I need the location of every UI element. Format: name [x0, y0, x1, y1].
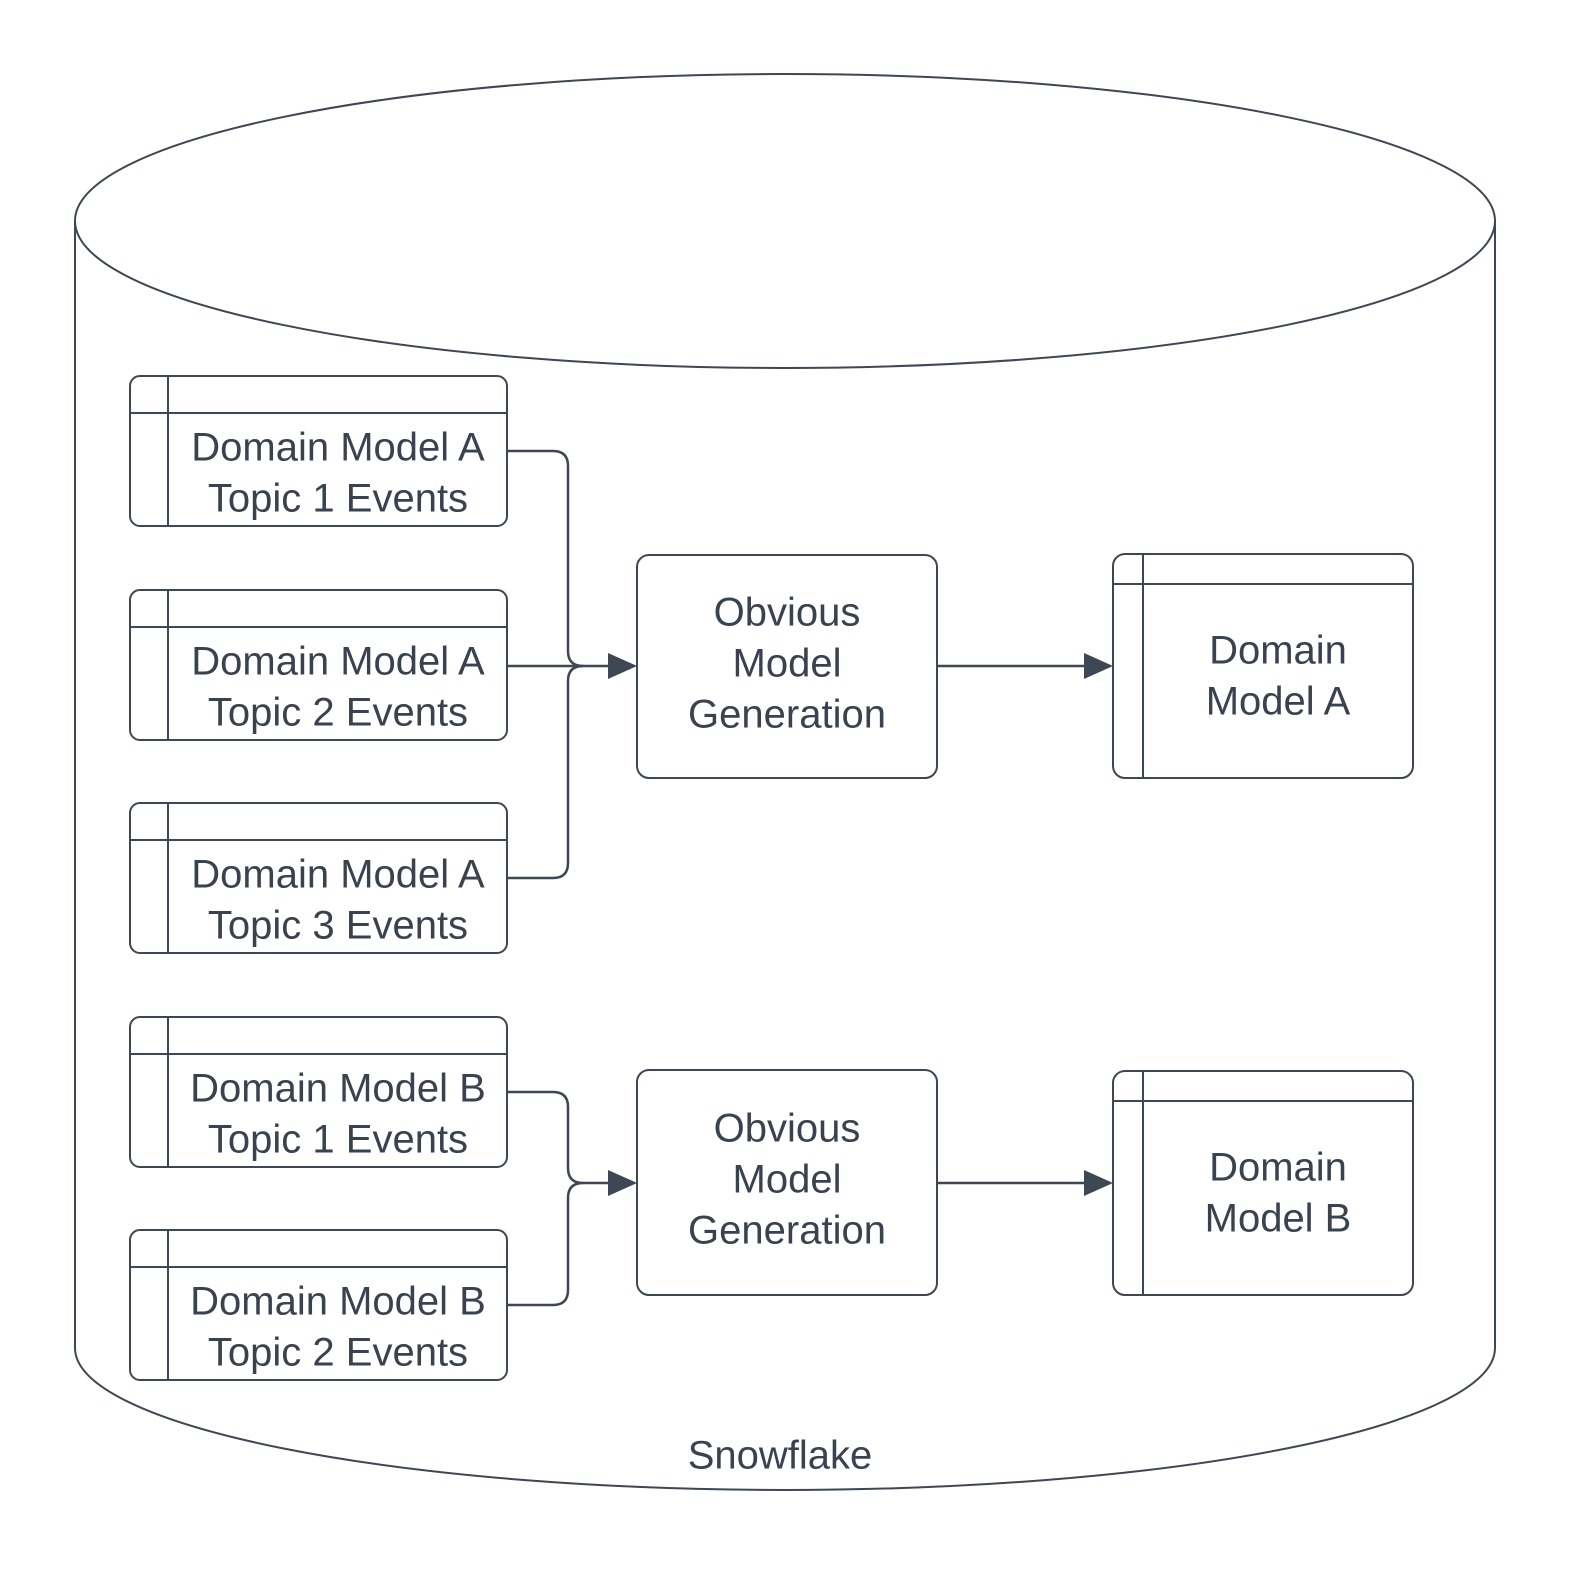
cylinder-top-ellipse — [74, 73, 1496, 369]
table-label-line2: Model A — [1206, 680, 1351, 724]
process-label-line2: Model — [733, 1158, 842, 1202]
process-label-line2: Model — [733, 642, 842, 686]
table-domain-model-b: Domain Model B — [1112, 1070, 1414, 1296]
arrowhead-into-process-a — [608, 653, 637, 679]
process-label-line3: Generation — [688, 693, 886, 737]
table-outline — [129, 375, 508, 527]
connector-b-topic2 — [508, 1181, 584, 1307]
cylinder-label: Snowflake — [688, 1434, 873, 1478]
table-label-line2: Topic 2 Events — [208, 691, 468, 735]
connectors-group-a — [508, 449, 637, 880]
process-box-obvious-model-generation-b: Obvious Model Generation — [636, 1069, 938, 1296]
arrowhead-into-process-b — [608, 1170, 637, 1196]
table-domain-model-b-topic-2-events: Domain Model B Topic 2 Events — [129, 1229, 508, 1381]
table-domain-model-a: Domain Model A — [1112, 553, 1414, 779]
table-label-line2: Topic 1 Events — [208, 477, 468, 521]
table-label-line1: Domain — [1209, 629, 1347, 673]
table-label-line1: Domain Model B — [190, 1067, 486, 1111]
connector-b-topic1 — [508, 1090, 584, 1185]
table-domain-model-a-topic-3-events: Domain Model A Topic 3 Events — [129, 802, 508, 954]
process-label-line3: Generation — [688, 1209, 886, 1253]
arrow-process-b-to-output — [937, 1170, 1113, 1196]
table-outline — [129, 1229, 508, 1381]
table-label-line1: Domain Model B — [190, 1280, 486, 1324]
arrow-process-a-to-output — [937, 653, 1113, 679]
snowflake-cylinder: Snowflake — [74, 73, 1496, 1491]
table-outline — [1112, 1070, 1414, 1296]
table-label-line2: Topic 3 Events — [208, 904, 468, 948]
table-outline — [129, 589, 508, 741]
arrowhead-into-output-b — [1084, 1170, 1113, 1196]
process-label-line1: Obvious — [714, 591, 861, 635]
cylinder-body — [74, 221, 1496, 1491]
table-label-line1: Domain Model A — [191, 640, 485, 684]
table-domain-model-a-topic-2-events: Domain Model A Topic 2 Events — [129, 589, 508, 741]
table-outline — [129, 1016, 508, 1168]
table-outline — [129, 802, 508, 954]
table-label-line1: Domain — [1209, 1146, 1347, 1190]
table-label-line2: Topic 1 Events — [208, 1118, 468, 1162]
table-label-line1: Domain Model A — [191, 853, 485, 897]
table-domain-model-b-topic-1-events: Domain Model B Topic 1 Events — [129, 1016, 508, 1168]
table-label-line1: Domain Model A — [191, 426, 485, 470]
connector-a-topic3 — [508, 664, 584, 880]
connector-a-topic1 — [508, 449, 584, 668]
table-label-line2: Topic 2 Events — [208, 1331, 468, 1375]
table-label-line2: Model B — [1205, 1197, 1352, 1241]
table-domain-model-a-topic-1-events: Domain Model A Topic 1 Events — [129, 375, 508, 527]
connectors-group-b — [508, 1090, 637, 1307]
arrowhead-into-output-a — [1084, 653, 1113, 679]
table-outline — [1112, 553, 1414, 779]
process-label-line1: Obvious — [714, 1107, 861, 1151]
process-box-obvious-model-generation-a: Obvious Model Generation — [636, 554, 938, 779]
